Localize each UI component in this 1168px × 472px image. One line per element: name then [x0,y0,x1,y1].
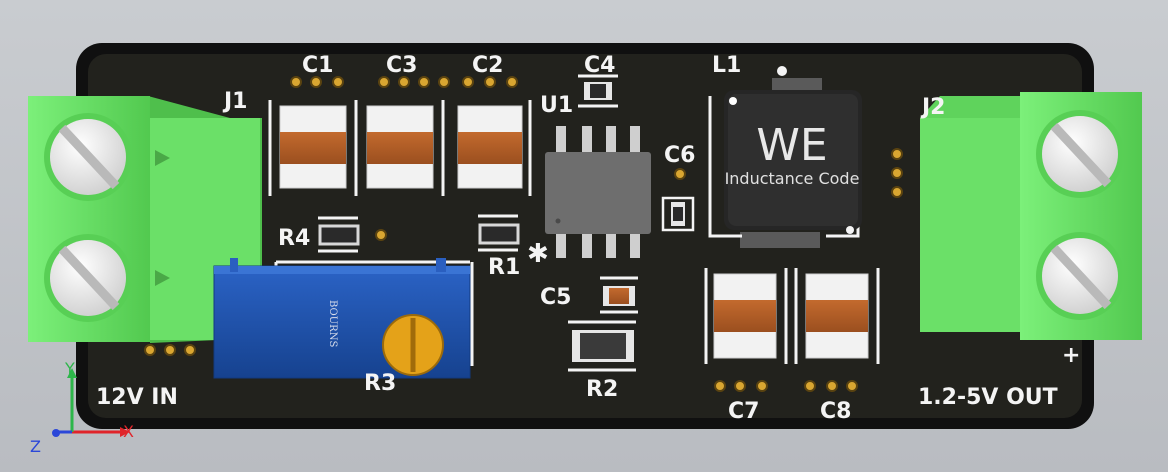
label-c1: C1 [302,53,333,78]
test-pads-j2 [891,148,903,198]
input-capacitors [268,100,532,196]
resistor-r4 [318,216,387,253]
label-c6: C6 [664,143,695,168]
capacitor-pads-top [290,76,518,88]
pin1-marker: ✱ [527,239,549,269]
axis-z-label: Z [30,437,41,456]
label-j2: J2 [920,95,946,120]
label-r4: R4 [278,226,310,251]
label-r3: R3 [364,371,396,396]
capacitor-c4 [578,74,618,108]
label-input: 12V IN [96,385,178,410]
capacitor-c1 [268,100,358,196]
capacitor-c3 [366,100,445,196]
capacitor-c8 [794,268,880,364]
terminal-block-j2 [920,92,1142,340]
terminal-block-j1 [28,96,262,343]
inductor-l1 [708,66,862,248]
output-capacitors [704,268,880,392]
test-pads-j1 [144,344,196,356]
label-r2: R2 [586,377,618,402]
axis-y-label: Y [64,359,75,378]
label-j1: J1 [222,89,248,114]
label-u1: U1 [540,93,573,118]
trimmer-potentiometer-r3 [213,258,471,379]
axis-triad: X Y Z [30,359,134,456]
label-c7: C7 [728,399,759,424]
capacitor-c6 [661,168,695,232]
label-c2: C2 [472,53,503,78]
label-c5: C5 [540,285,571,310]
label-l1: L1 [712,53,741,78]
label-c8: C8 [820,399,851,424]
inductor-value-text: Inductance Code [725,169,860,188]
resistor-r1 [478,214,520,252]
capacitor-c2 [457,100,532,196]
trimmer-brand: BOURNS [327,300,338,347]
axis-x-label: X [123,422,134,441]
label-output: 1.2-5V OUT [918,385,1058,410]
ic-u1 [545,126,651,258]
label-c3: C3 [386,53,417,78]
label-c4: C4 [584,53,615,78]
label-plus: + [1062,343,1080,368]
inductor-brand: WE [756,120,827,171]
silkscreen-labels: C1 C3 C2 C4 L1 U1 C6 J1 J2 R4 R1 ✱ C5 R2… [96,53,1080,424]
capacitor-c7 [704,268,788,364]
label-r1: R1 [488,255,520,280]
resistor-r2 [568,320,636,372]
capacitor-c5 [600,276,638,314]
